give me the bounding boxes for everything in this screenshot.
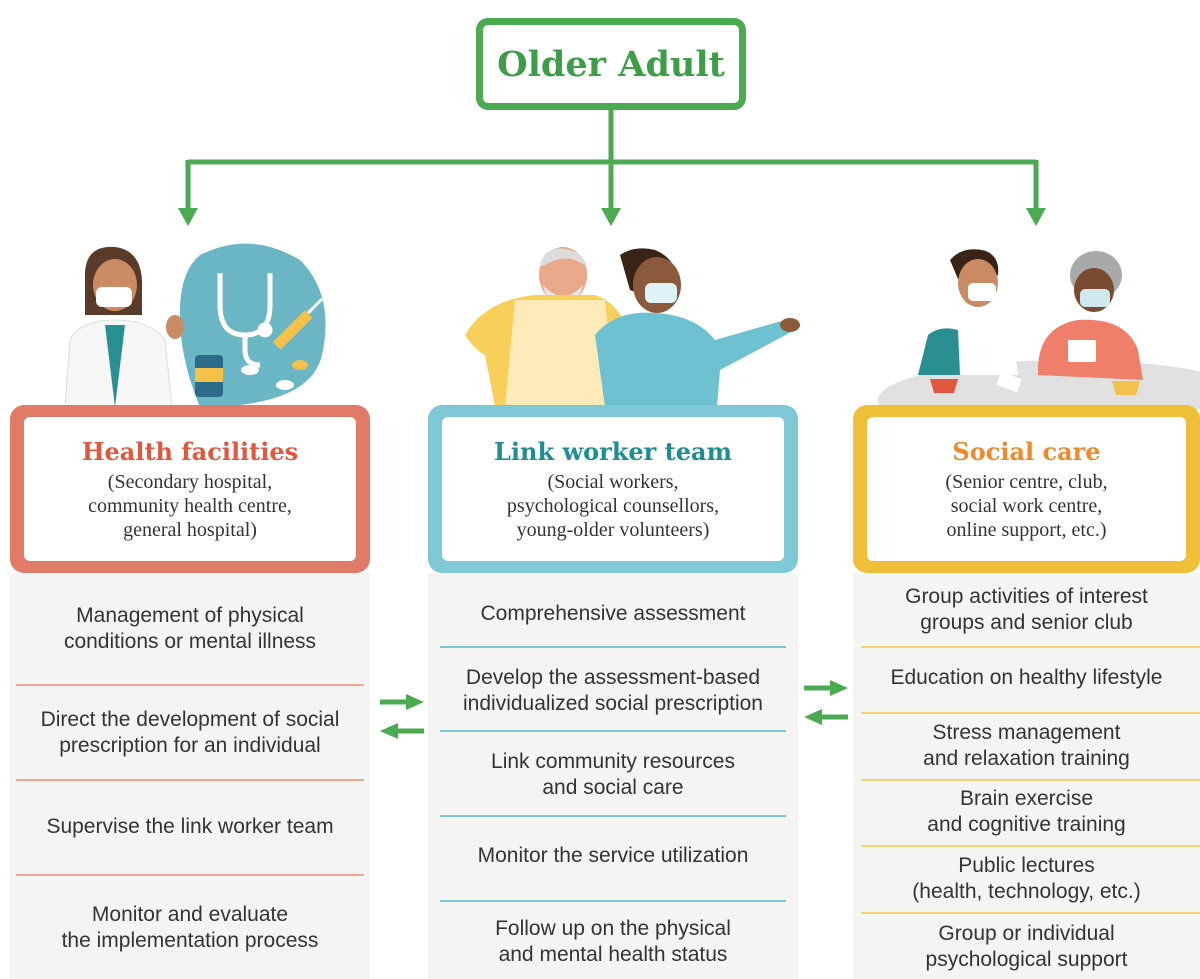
stethoscope-icon [217,273,273,368]
doctor-illustration [64,243,326,407]
divider [16,874,364,876]
arrow-left-to-link [804,709,822,725]
pill-bottle-icon [195,355,223,397]
social-subtitle-3: online support, etc.) [946,518,1107,541]
divider [861,912,1200,914]
link-subtitle-3: young-older volunteers) [516,518,710,541]
syringe-icon [272,297,324,350]
divider [861,712,1200,714]
list-item: Supervise the link worker team [46,815,334,838]
divider [16,779,364,781]
divider [861,845,1200,847]
root-label: Older Adult [497,43,725,85]
arrow-left-to-health [380,723,398,739]
divider [440,730,786,732]
arrow-down-link [601,208,621,226]
arrow-down-social [1026,208,1046,226]
link-worker-illustration [465,247,800,407]
list-item: Monitor the service utilization [477,844,749,867]
social-subtitle-2: social work centre, [950,494,1103,517]
link-worker-team-list: Comprehensive assessment Develop the ass… [428,573,798,979]
health-facilities-title: Health facilities [81,436,299,466]
arrow-down-health [178,208,198,226]
divider [440,815,786,817]
arrow-right-to-social [830,680,848,696]
social-care-header: Social care (Senior centre, club, social… [853,405,1200,573]
elderly-man-illustration [465,247,630,407]
elderly-woman-illustration [1037,251,1143,380]
link-worker-team-header: Link worker team (Social workers, psycho… [428,405,798,573]
link-subtitle-2: psychological counsellors, [506,494,720,517]
list-item: Comprehensive assessment [480,602,746,625]
link-worker-team-title: Link worker team [494,436,732,466]
list-item: Public lectures(health, technology, etc.… [912,854,1141,903]
arrow-right-to-link [406,694,424,710]
social-care-title: Social care [952,436,1101,466]
health-facilities-header: Health facilities (Secondary hospital, c… [10,405,370,573]
health-subtitle-1: (Secondary hospital, [107,470,273,493]
health-subtitle-2: community health centre, [88,494,292,517]
teacup-icon [930,379,1140,395]
social-worker-illustration [878,249,1200,410]
divider [440,646,786,648]
divider [861,646,1200,648]
list-item: Education on healthy lifestyle [890,666,1163,689]
link-subtitle-1: (Social workers, [547,470,679,493]
root-node: Older Adult [476,18,746,110]
social-subtitle-1: (Senior centre, club, [945,470,1108,493]
health-subtitle-3: general hospital) [123,518,257,541]
divider [440,900,786,902]
divider [861,779,1200,781]
divider [16,684,364,686]
